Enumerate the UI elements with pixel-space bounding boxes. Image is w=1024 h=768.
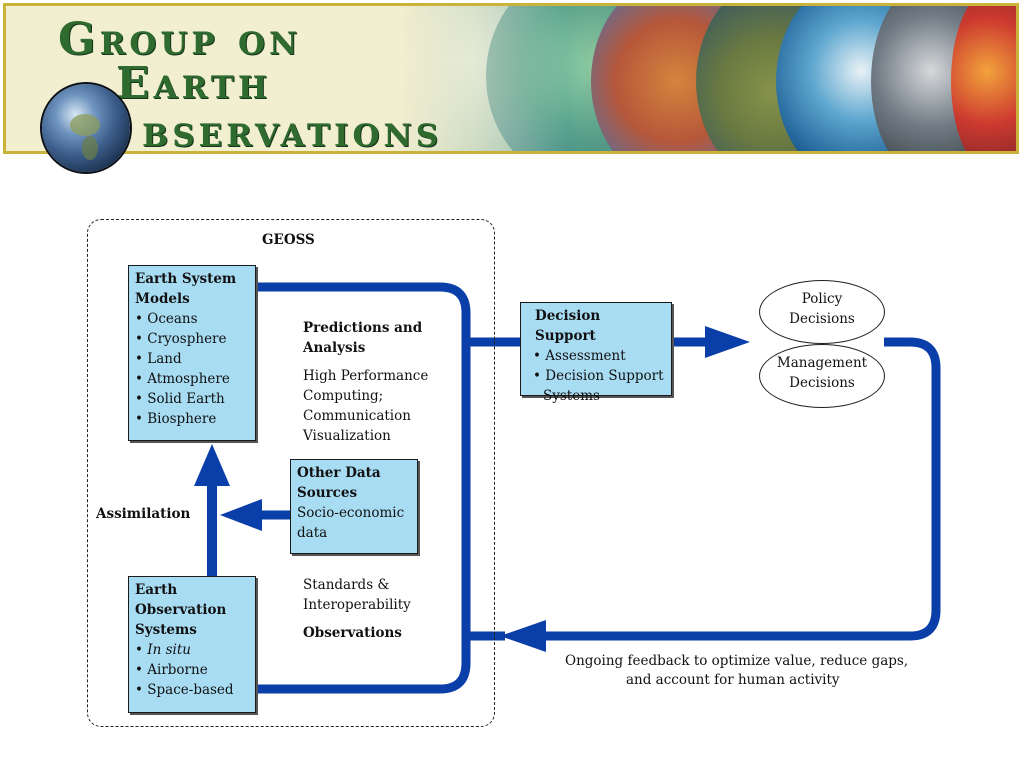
decision-support-item: Decision Support xyxy=(533,366,665,386)
geoss-container xyxy=(87,219,495,727)
other-data-title-line2: Sources xyxy=(297,485,358,501)
decision-support-item-cont: Systems xyxy=(543,388,600,404)
eos-title-line1: Earth xyxy=(135,582,178,598)
other-data-sources-box: Other Data Sources Socio-economic data xyxy=(290,459,418,554)
eos-item: Airborne xyxy=(135,660,249,680)
assimilation-arrowhead xyxy=(194,444,230,486)
eos-title-line2: Observation xyxy=(135,602,227,618)
other-data-body-line2: data xyxy=(297,525,328,541)
feedback-arrowhead xyxy=(500,620,546,652)
feedback-caption-line2: and account for human activity xyxy=(626,672,840,688)
banner-title-line2: Earth xyxy=(116,58,272,109)
earth-observation-box: Earth Observation Systems In situ Airbor… xyxy=(128,576,256,713)
esm-title-line1: Earth System xyxy=(135,271,237,287)
management-line1: Management xyxy=(776,355,868,371)
eos-title-line3: Systems xyxy=(135,622,197,638)
banner-title-line1: Group on xyxy=(58,14,302,65)
decision-support-item: Assessment xyxy=(533,346,665,366)
esm-item: Solid Earth xyxy=(135,389,249,409)
predictions-body-line: High Performance xyxy=(303,368,429,384)
predictions-body-line: Computing; xyxy=(303,388,384,404)
feedback-caption-line1: Ongoing feedback to optimize value, redu… xyxy=(565,653,909,669)
earth-system-models-box: Earth System Models Oceans Cryosphere La… xyxy=(128,265,256,441)
esm-item: Oceans xyxy=(135,309,249,329)
decision-support-title: Decision Support xyxy=(535,308,601,344)
earth-logo-icon xyxy=(42,84,130,172)
geoss-loop-arrow xyxy=(256,282,471,694)
predictions-title-line1: Predictions and xyxy=(303,320,423,336)
esm-item: Atmosphere xyxy=(135,369,249,389)
esm-item: Land xyxy=(135,349,249,369)
policy-line2: Decisions xyxy=(789,311,855,327)
earth-globe-image xyxy=(951,6,1016,151)
predictions-title-line2: Analysis xyxy=(303,340,366,356)
predictions-body-line: Communication xyxy=(303,408,411,424)
other-data-title-line1: Other Data xyxy=(297,465,381,481)
feedback-loop-arrow xyxy=(540,337,941,641)
predictions-body-line: Visualization xyxy=(303,428,391,444)
management-decisions-ellipse: Management Decisions xyxy=(759,344,885,408)
policy-line1: Policy xyxy=(801,291,843,307)
esm-item: Cryosphere xyxy=(135,329,249,349)
decision-support-box: Decision Support Assessment Decision Sup… xyxy=(520,302,672,404)
policy-decisions-ellipse: Policy Decisions xyxy=(759,280,885,344)
observations-label: Observations xyxy=(303,625,402,641)
assimilation-label: Assimilation xyxy=(96,506,191,522)
policy-arrowhead xyxy=(705,326,750,358)
banner-title-line3: bservations xyxy=(142,106,443,154)
esm-title-line2: Models xyxy=(135,291,190,307)
eos-item: In situ xyxy=(135,640,249,660)
eos-item: Space-based xyxy=(135,680,249,700)
other-data-body-line1: Socio-economic xyxy=(297,505,405,521)
geoss-label: GEOSS xyxy=(262,232,315,248)
management-line2: Decisions xyxy=(789,375,855,391)
standards-line2: Interoperability xyxy=(303,597,411,613)
esm-item: Biosphere xyxy=(135,409,249,429)
other-data-arrowhead xyxy=(220,499,262,531)
standards-line1: Standards & xyxy=(303,577,390,593)
